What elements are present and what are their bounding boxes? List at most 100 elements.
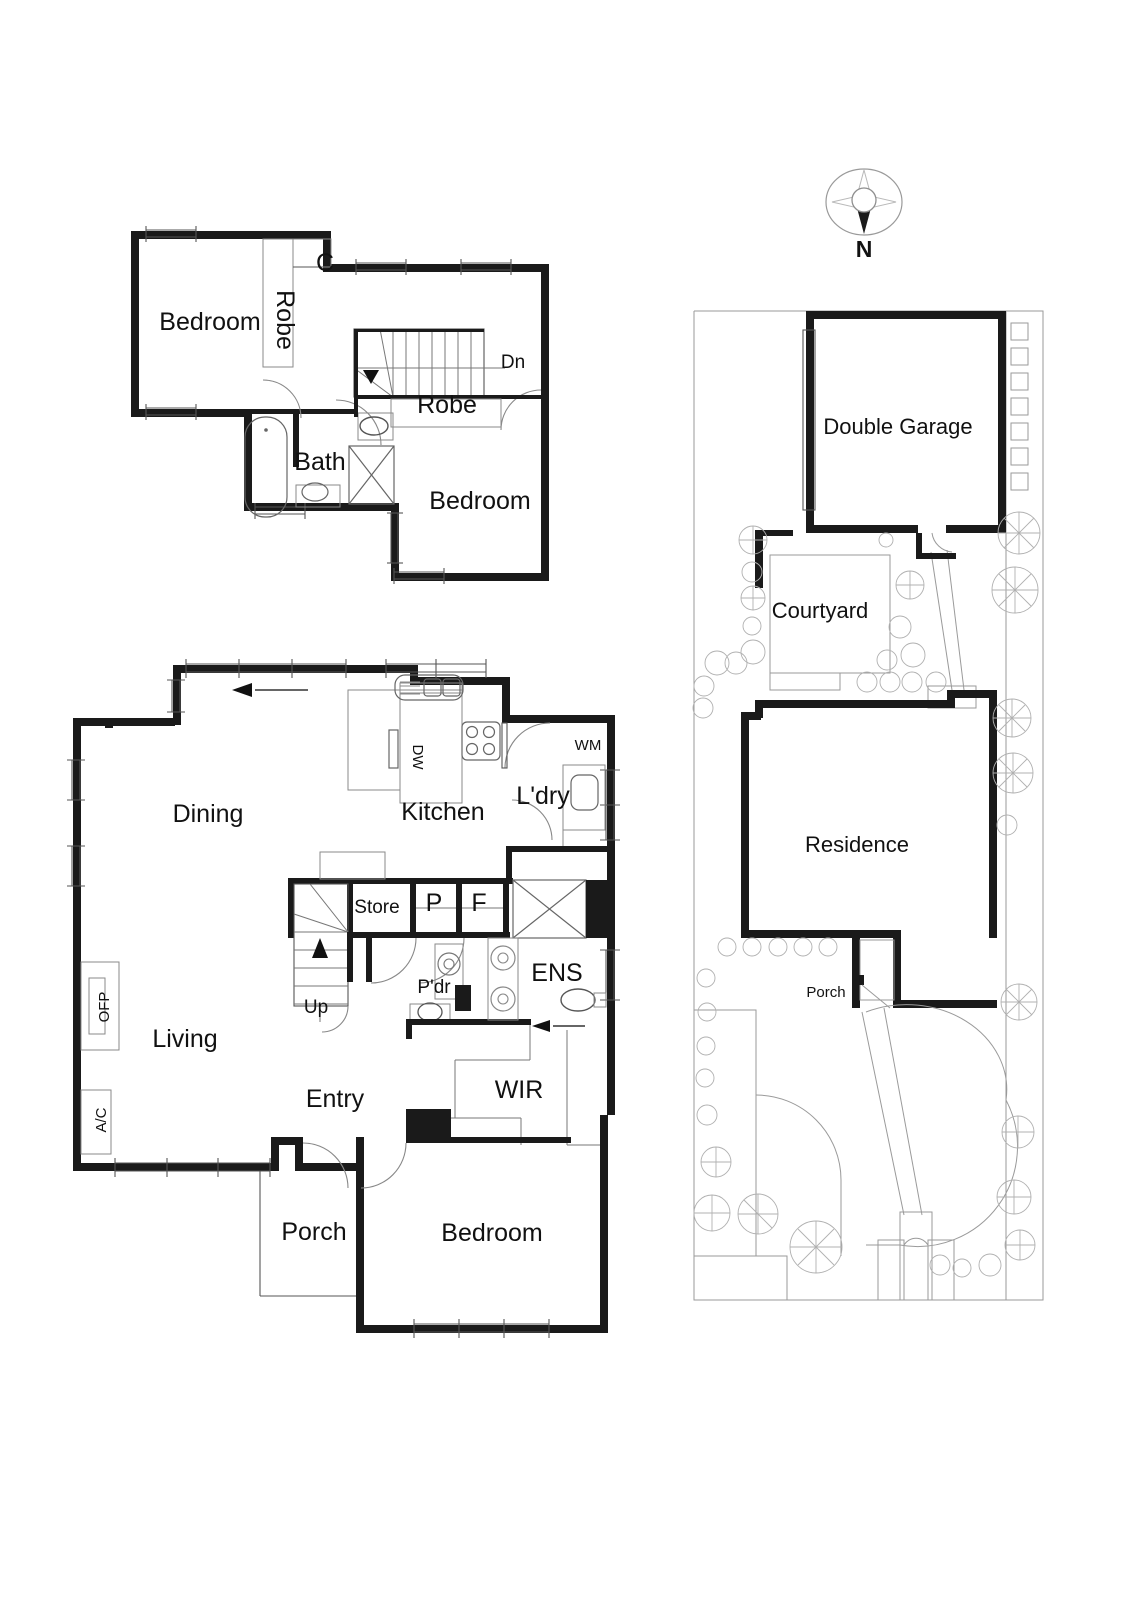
label-powder-room: P'dr [417,977,451,998]
site-label-courtyard: Courtyard [772,598,869,623]
window [387,512,403,564]
room-label-bedroom: Bedroom [441,1219,542,1247]
window [355,259,407,275]
window [67,845,85,887]
wall [73,718,81,1170]
wall [131,231,139,417]
paver-markers [1010,322,1029,491]
wall [406,1019,412,1039]
room-label-bedroom: Bedroom [159,308,260,336]
door-leaf [501,722,508,769]
wall [347,878,353,938]
wall [105,718,175,726]
window-bank-bedroom [413,1319,550,1338]
ground-floor-plan: Dining Kitchen Living Entry Porch Bedroo… [67,659,620,1338]
wall [173,665,418,673]
wall [607,715,615,1115]
bathtub-fixture [244,416,288,518]
wall [356,1137,364,1333]
wall [806,311,1006,319]
wall [73,718,113,726]
wall [356,1325,608,1333]
wall [506,846,610,852]
residence-outline [741,690,997,1008]
front-garden [694,1004,1018,1301]
wall [410,878,416,938]
garage-door [802,329,816,511]
wall [354,397,358,417]
door-swing [370,937,417,984]
cupboard [319,851,386,880]
wall [755,530,763,588]
wall [503,878,509,938]
label-washing-machine: WM [575,737,602,754]
wall-pier [406,1109,451,1143]
label-laundry: L'dry [516,782,570,810]
wall [323,264,549,272]
wall [755,530,793,536]
room-label-bedroom: Bedroom [429,487,530,515]
wall [293,409,299,467]
compass-north-label: N [856,236,873,262]
wall [347,932,372,938]
porch-outline [259,1171,356,1297]
wall [271,1137,279,1171]
shower-fixture [512,879,608,939]
courtyard-step [769,672,841,691]
label-pantry: P [426,889,443,917]
ac-unit-niche [80,1089,112,1155]
window-bank-dining [185,659,347,678]
room-label-bath: Bath [294,448,345,476]
wall [451,1137,571,1143]
wall [391,573,549,581]
label-robe: Robe [271,290,299,350]
porch-outline [852,939,895,1009]
wall [295,1137,303,1171]
site-label-residence: Residence [805,832,909,857]
window-ens [600,949,620,1001]
room-label-kitchen: Kitchen [401,798,484,826]
site-label-double-garage: Double Garage [823,414,972,439]
wall [347,932,416,938]
label-stair-up: Up [304,997,328,1018]
room-label-living: Living [152,1025,217,1053]
toilet-fixture [560,988,607,1012]
wall [323,231,331,272]
direction-arrow-icon [532,1020,585,1032]
wall [406,1019,531,1025]
wall [244,409,252,511]
label-dishwasher: DW [409,745,426,771]
ens-vanity-fixture [487,937,519,1021]
direction-arrow-icon [232,683,308,697]
toilet-fixture [295,482,341,508]
window-bank-living [114,1158,271,1177]
wall [410,932,510,938]
robe-closet [390,398,502,428]
wall [600,1115,608,1333]
landscape-trees [692,511,1041,1278]
wall [347,932,353,982]
door-swing [500,389,542,431]
label-open-fireplace: OFP [96,992,113,1023]
wall [391,503,399,581]
room-label-dining: Dining [173,800,244,828]
door-swing [302,1142,349,1189]
wall [173,665,181,725]
wall [271,1137,301,1145]
wall [131,409,249,417]
door-swing [511,799,553,841]
wall [456,878,462,938]
label-ensuite: ENS [531,959,582,987]
window [67,759,85,801]
window [145,404,197,420]
wall [502,677,510,722]
label-air-conditioner: A/C [93,1107,110,1132]
wall [946,525,1006,533]
window [145,226,197,242]
door-swing [504,722,551,769]
shower-fixture [348,445,395,505]
label-stair-down: Dn [501,352,525,373]
window-laundry [600,769,620,841]
wall [998,311,1006,533]
